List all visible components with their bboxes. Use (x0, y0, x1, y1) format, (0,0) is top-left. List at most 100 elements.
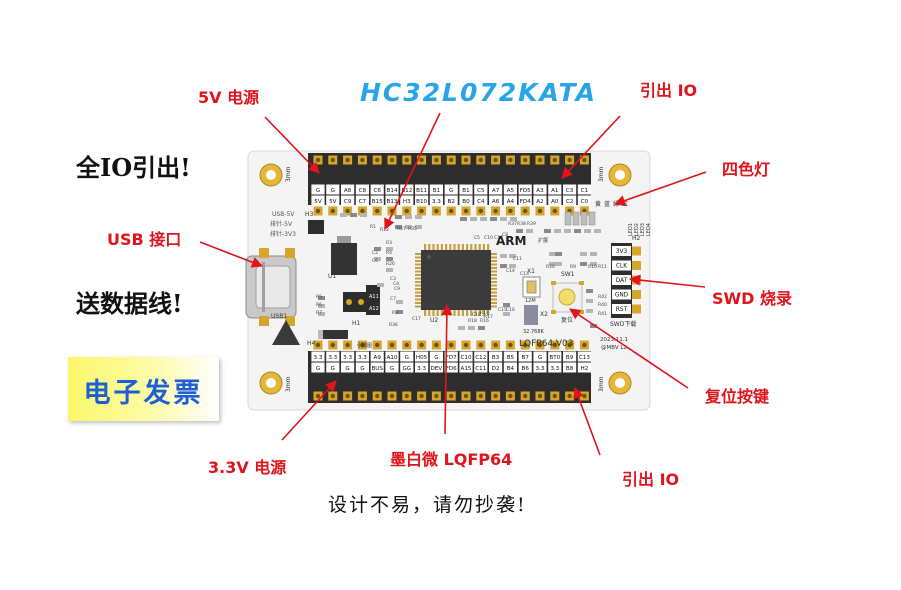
header-pin-label: C2 (566, 199, 573, 205)
header-pin-label: C5 (477, 188, 485, 194)
header-pin-label: B7 (521, 355, 529, 361)
smd-part (526, 229, 533, 233)
header-label-box (548, 195, 562, 206)
smd-part (574, 229, 581, 233)
invoice-badge: 电子发票 (68, 357, 219, 421)
header-pin-label: C1 (581, 188, 589, 194)
arrow-io-bottom (573, 386, 601, 456)
header-label-box (326, 184, 340, 195)
usb-side-pad (259, 248, 269, 258)
misc-label: A12 (369, 306, 379, 312)
header-label-box (385, 362, 399, 373)
swd-pad (632, 290, 641, 299)
header-label-box (548, 362, 562, 373)
swd-label-box (612, 246, 631, 256)
header-pin-label: B5 (507, 355, 515, 361)
capacitor-label: C10 (484, 235, 493, 241)
led-label: LED4 (646, 223, 652, 236)
header-label-box (370, 184, 384, 195)
header-label-box (444, 195, 458, 206)
smd-part (564, 229, 571, 233)
header-label-box (415, 351, 429, 362)
resistor-label: R36 (389, 322, 398, 328)
smd-part (490, 217, 497, 221)
mm-label: 3mm (598, 166, 605, 182)
resistor-label: R17 (484, 314, 493, 320)
swd-pin-label: CLK (616, 264, 627, 270)
header-pin-label: A6 (492, 199, 500, 205)
header-pin-label: B13 (387, 199, 398, 205)
led (588, 211, 596, 226)
arrow-3v3 (281, 380, 337, 441)
header-label-box (355, 184, 369, 195)
smd-part (318, 304, 325, 308)
header-label-box (548, 351, 562, 362)
resistor-label: R18 (468, 318, 477, 324)
bottom-header-pads (313, 340, 589, 401)
header-pin-label: C6 (373, 188, 381, 194)
capacitor-label: C4 (393, 281, 399, 287)
crystal-x2-freq: 32.768K (523, 329, 544, 335)
capacitor-label: C9 (394, 286, 400, 292)
header-pin-label: 3.3 (358, 355, 367, 361)
header-pin-label: DEV (431, 366, 443, 372)
header-pin-label: A1 (551, 188, 559, 194)
header-label-box (533, 195, 547, 206)
header-pin-label: GG (402, 366, 411, 372)
header-label-box (489, 351, 503, 362)
crystal-x1-label: X1 (527, 268, 535, 275)
arm-logo: ARM (496, 234, 526, 248)
header-label-box (577, 362, 591, 373)
smd-part (509, 254, 516, 258)
ldo-regulator (331, 243, 357, 275)
header-pin-label: B15 (372, 199, 383, 205)
header-label-box (489, 362, 503, 373)
h1-label: H1 (352, 320, 361, 327)
led (572, 211, 580, 226)
header-label-box (474, 362, 488, 373)
header-pin-label: FD4 (520, 199, 532, 205)
smd-part (415, 215, 422, 219)
header-pin-label: B0 (462, 199, 470, 205)
capacitor-label: C7 (390, 296, 396, 302)
header-label-box (474, 184, 488, 195)
smd-part (516, 229, 523, 233)
header-label-box (415, 184, 429, 195)
capacitor-label: C11 (513, 256, 522, 262)
mm-label: 3mm (285, 166, 292, 182)
header-pin-label: G (390, 366, 394, 372)
smd-part (478, 326, 485, 330)
header-pin-label: G (331, 366, 335, 372)
smd-part (544, 229, 551, 233)
header-label-box (341, 362, 355, 373)
header-pin-label: H05 (416, 355, 428, 361)
smd-part (340, 213, 347, 217)
swd-pin-label: DAT (616, 278, 628, 284)
mcu-pins (415, 244, 497, 316)
header-pin-label: A2 (536, 199, 543, 205)
status-leds (564, 211, 596, 226)
usb-side-pad (285, 248, 295, 258)
note-free-cable: 送数据线! (76, 289, 183, 318)
header-pin-label: B9 (566, 355, 574, 361)
header-label-box (444, 184, 458, 195)
usb-side-pad (285, 316, 295, 326)
resistor-label: R39 (527, 221, 536, 227)
resistor-label: R4 (386, 250, 392, 256)
header-pin-label: FD5 (520, 188, 532, 194)
header-label-box (429, 351, 443, 362)
header-label-box (577, 351, 591, 362)
crystal-x2 (524, 305, 538, 325)
header-pin-label: B4 (507, 366, 515, 372)
header-pin-label: G (331, 188, 335, 194)
smd-part (584, 229, 591, 233)
callout-5v-power: 5V 电源 (198, 88, 260, 107)
header-label-box (341, 351, 355, 362)
usb-label: USB1 (271, 313, 287, 320)
capacitor-label: C8 (502, 232, 508, 238)
resistor-label: R3 (386, 240, 392, 246)
callout-swd: SWD 烧录 (712, 289, 793, 308)
smd-part (318, 312, 325, 316)
